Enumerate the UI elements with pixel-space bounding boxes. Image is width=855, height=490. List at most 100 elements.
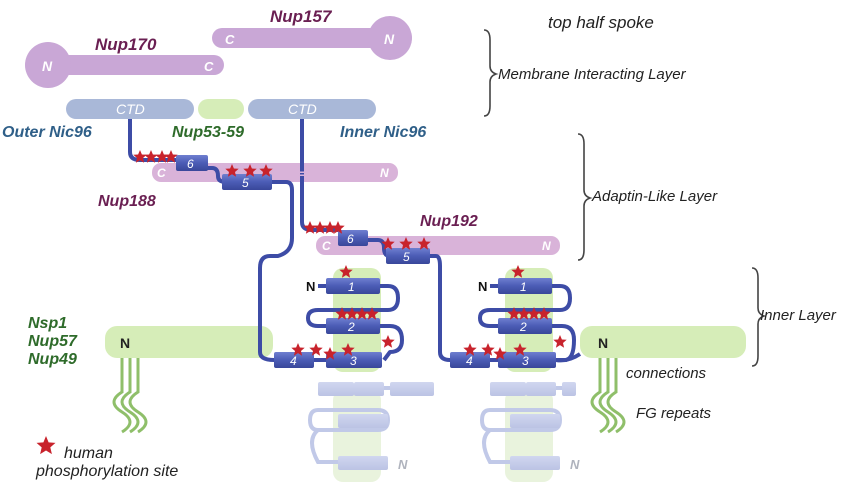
left-helix-4 [274,352,314,368]
phospho-star-33 [553,335,567,348]
faded-left-helix-d [338,414,388,428]
left-helix-2-label: 2 [347,320,355,334]
top-half-spoke-label: top half spoke [548,13,654,32]
nup170-c-label: C [204,59,214,74]
nup53-59-label: Nup53-59 [172,124,244,141]
phospho-star-30 [481,343,495,356]
right-helix-3 [498,352,556,368]
phospho-star-18 [365,307,379,320]
phospho-star-9 [323,221,337,234]
phospho-star-11 [381,237,395,250]
faded-right-n-label: N [570,457,580,472]
faded-bottom-right-module: N [479,382,580,482]
nup188-label: Nup188 [98,193,156,210]
nup192-label: Nup192 [420,213,478,230]
left-helix-3-label: 3 [350,354,357,368]
right-fg-tails [590,358,626,434]
helix-group: 6 5 6 5 1 2 4 3 1 2 4 3 [176,155,556,368]
nup157-protein: C N [212,16,412,60]
phospho-star-29 [463,343,477,356]
phospho-star-7 [303,221,317,234]
legend-star-icon [36,436,56,455]
phospho-star-27 [527,307,541,320]
faded-left-helix-b [354,382,384,396]
inner-ctd-label: CTD [288,101,317,117]
left-bar-n-label: N [120,335,130,351]
phospho-star-17 [355,307,369,320]
helix-6-outer [176,155,208,171]
right-helix-4-label: 4 [466,354,473,368]
inner-layer-brace [751,267,767,367]
right-helix-1 [498,278,552,294]
adaptin-layer-brace [577,133,593,261]
phospho-star-24 [511,265,525,278]
outer-nic96-label: Outer Nic96 [2,124,92,141]
nsp1-label: Nsp1 [28,315,67,332]
legend-line1: human [64,445,113,462]
nup49-label: Nup49 [28,351,77,368]
left-bundle-n-label: N [306,279,315,294]
faded-left-helix-c [390,382,434,396]
nup170-n-label: N [42,58,53,74]
faded-right-helix-a [490,382,526,396]
phospho-star-28 [537,307,551,320]
nup53-59-domain [198,99,244,119]
legend-line2: phosphorylation site [35,463,178,480]
nsp1-complex-right-bar [580,326,746,358]
phospho-star-25 [507,307,521,320]
nup157-label: Nup157 [270,7,333,26]
phospho-star-8 [313,221,327,234]
phospho-star-31 [493,347,507,360]
phospho-star-23 [381,335,395,348]
outer-ctd-label: CTD [116,101,145,117]
legend: human phosphorylation site [35,436,178,480]
faded-right-helix-d [510,414,560,428]
faded-right-helix-c [562,382,576,396]
helix-5-inner-label: 5 [403,250,410,264]
phosphorylation-sites [133,150,567,360]
phospho-star-5 [243,164,257,177]
nup188-n-label: N [380,166,389,180]
nup57-label: Nup57 [28,333,78,350]
phospho-star-1 [144,150,158,163]
phospho-star-19 [291,343,305,356]
phospho-star-0 [133,150,147,163]
legend-star [36,436,56,455]
inner-nic96-label: Inner Nic96 [340,124,426,141]
helix-6-inner [338,230,368,246]
left-helix-3 [326,352,382,368]
outer-nic96-ctd [66,99,194,119]
right-bundle-n-label: N [478,279,487,294]
faded-right-helix-e [510,456,560,470]
nup157-n-label: N [384,31,395,47]
nup192-c-label: C [322,239,331,253]
membrane-layer-brace [483,29,499,117]
phospho-star-2 [155,150,169,163]
phospho-star-16 [345,307,359,320]
phospho-star-3 [164,150,178,163]
left-helix-1 [326,278,380,294]
nup170-protein: N C [25,42,224,88]
nup192-n-label: N [542,239,551,253]
left-fg-tails [112,358,148,434]
helix-6-outer-label: 6 [187,157,194,171]
helix-6-inner-label: 6 [347,232,354,246]
nup170-body [42,55,224,75]
nup170-n-domain [25,42,71,88]
nup157-n-domain [368,16,412,60]
phospho-star-26 [517,307,531,320]
connections-label: connections [626,365,707,382]
adaptin-layer-label: Adaptin-Like Layer [591,188,718,205]
fg-repeats-label: FG repeats [636,405,712,422]
phospho-star-6 [259,164,273,177]
left-helix-2 [326,318,380,334]
nup157-body [212,28,412,48]
faded-left-helix-a [318,382,354,396]
phospho-star-14 [339,265,353,278]
phospho-star-21 [323,347,337,360]
helix-5-outer-label: 5 [242,176,249,190]
helix-5-outer [222,174,272,190]
phospho-star-22 [341,343,355,356]
right-bar-n-label: N [598,335,608,351]
